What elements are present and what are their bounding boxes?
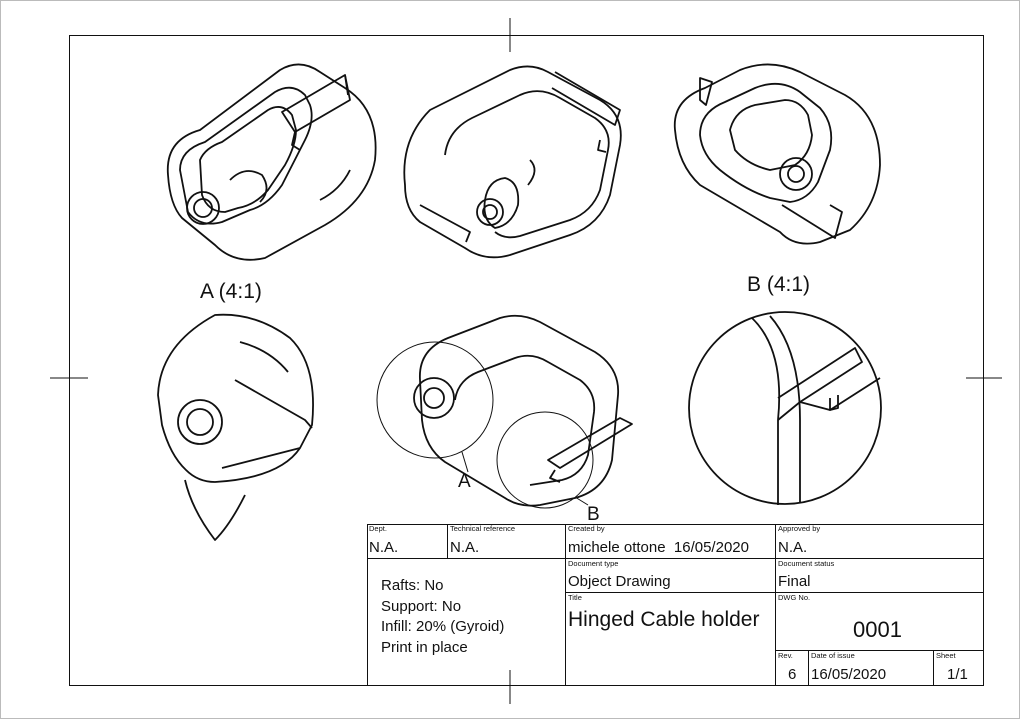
approved-by-cell: Approved by N.A. bbox=[776, 524, 984, 559]
print-note: Rafts: No bbox=[381, 577, 444, 594]
date-of-issue-cell: Date of issue 16/05/2020 bbox=[809, 651, 934, 686]
document-type-value: Object Drawing bbox=[568, 573, 671, 590]
rev-caption: Rev. bbox=[778, 651, 793, 660]
detail-view-a bbox=[157, 313, 314, 541]
callout-a-label: A bbox=[458, 471, 471, 492]
isometric-view-2 bbox=[403, 65, 622, 259]
print-note: Infill: 20% (Gyroid) bbox=[381, 618, 505, 635]
detail-a-title: A (4:1) bbox=[200, 280, 262, 303]
sheet-caption: Sheet bbox=[936, 651, 956, 660]
date-of-issue-value: 16/05/2020 bbox=[811, 666, 887, 683]
rev-cell: Rev. 6 bbox=[776, 651, 809, 686]
detail-view-b bbox=[688, 311, 882, 505]
approved-by-value: N.A. bbox=[778, 539, 808, 556]
leader-b bbox=[574, 496, 589, 506]
assembly-view bbox=[413, 314, 633, 507]
approved-by-caption: Approved by bbox=[778, 524, 821, 533]
dept-value: N.A. bbox=[369, 539, 399, 556]
date-of-issue-caption: Date of issue bbox=[811, 651, 855, 660]
detail-b-title: B (4:1) bbox=[747, 273, 811, 296]
document-status-value: Final bbox=[778, 573, 811, 590]
sheet-value: 1/1 bbox=[947, 666, 968, 683]
print-note: Support: No bbox=[381, 597, 462, 615]
isometric-view-1 bbox=[166, 63, 377, 261]
document-type-caption: Document type bbox=[568, 559, 619, 568]
rev-value: 6 bbox=[788, 666, 797, 683]
drawing-title: Hinged Cable holder bbox=[568, 608, 760, 631]
created-by-value: michele ottone 16/05/2020 bbox=[568, 539, 749, 556]
dept-caption: Dept. bbox=[369, 524, 387, 533]
dwg-no-value: 0001 bbox=[853, 617, 902, 642]
document-status-caption: Document status bbox=[778, 559, 835, 568]
title-caption: Title bbox=[568, 593, 582, 602]
print-notes: Rafts: No Support: No Infill: 20% (Gyroi… bbox=[381, 576, 504, 658]
created-by-caption: Created by bbox=[568, 524, 605, 533]
title-block: Dept. N.A. Technical reference N.A. Crea… bbox=[367, 524, 984, 686]
dwg-no-cell: DWG No. 0001 bbox=[776, 593, 984, 651]
detail-circle-a bbox=[376, 341, 494, 459]
technical-reference-cell: Technical reference N.A. bbox=[448, 524, 566, 559]
leader-a bbox=[461, 451, 469, 473]
title-block-grid bbox=[367, 524, 984, 686]
callout-b-label: B bbox=[587, 504, 600, 525]
isometric-view-3 bbox=[673, 63, 881, 245]
document-status-cell: Document status Final bbox=[776, 559, 984, 593]
technical-reference-caption: Technical reference bbox=[450, 524, 516, 533]
technical-reference-value: N.A. bbox=[450, 539, 480, 556]
print-note: Print in place bbox=[381, 638, 468, 656]
detail-circle-b bbox=[496, 411, 594, 509]
dwg-no-caption: DWG No. bbox=[778, 593, 811, 602]
created-by-cell: Created by michele ottone 16/05/2020 bbox=[566, 524, 776, 559]
dept-cell: Dept. N.A. bbox=[367, 524, 448, 559]
sheet-cell: Sheet 1/1 bbox=[934, 651, 984, 686]
document-type-cell: Document type Object Drawing bbox=[566, 559, 776, 593]
title-cell: Title Hinged Cable holder bbox=[566, 593, 776, 686]
detail-circles bbox=[376, 341, 594, 509]
